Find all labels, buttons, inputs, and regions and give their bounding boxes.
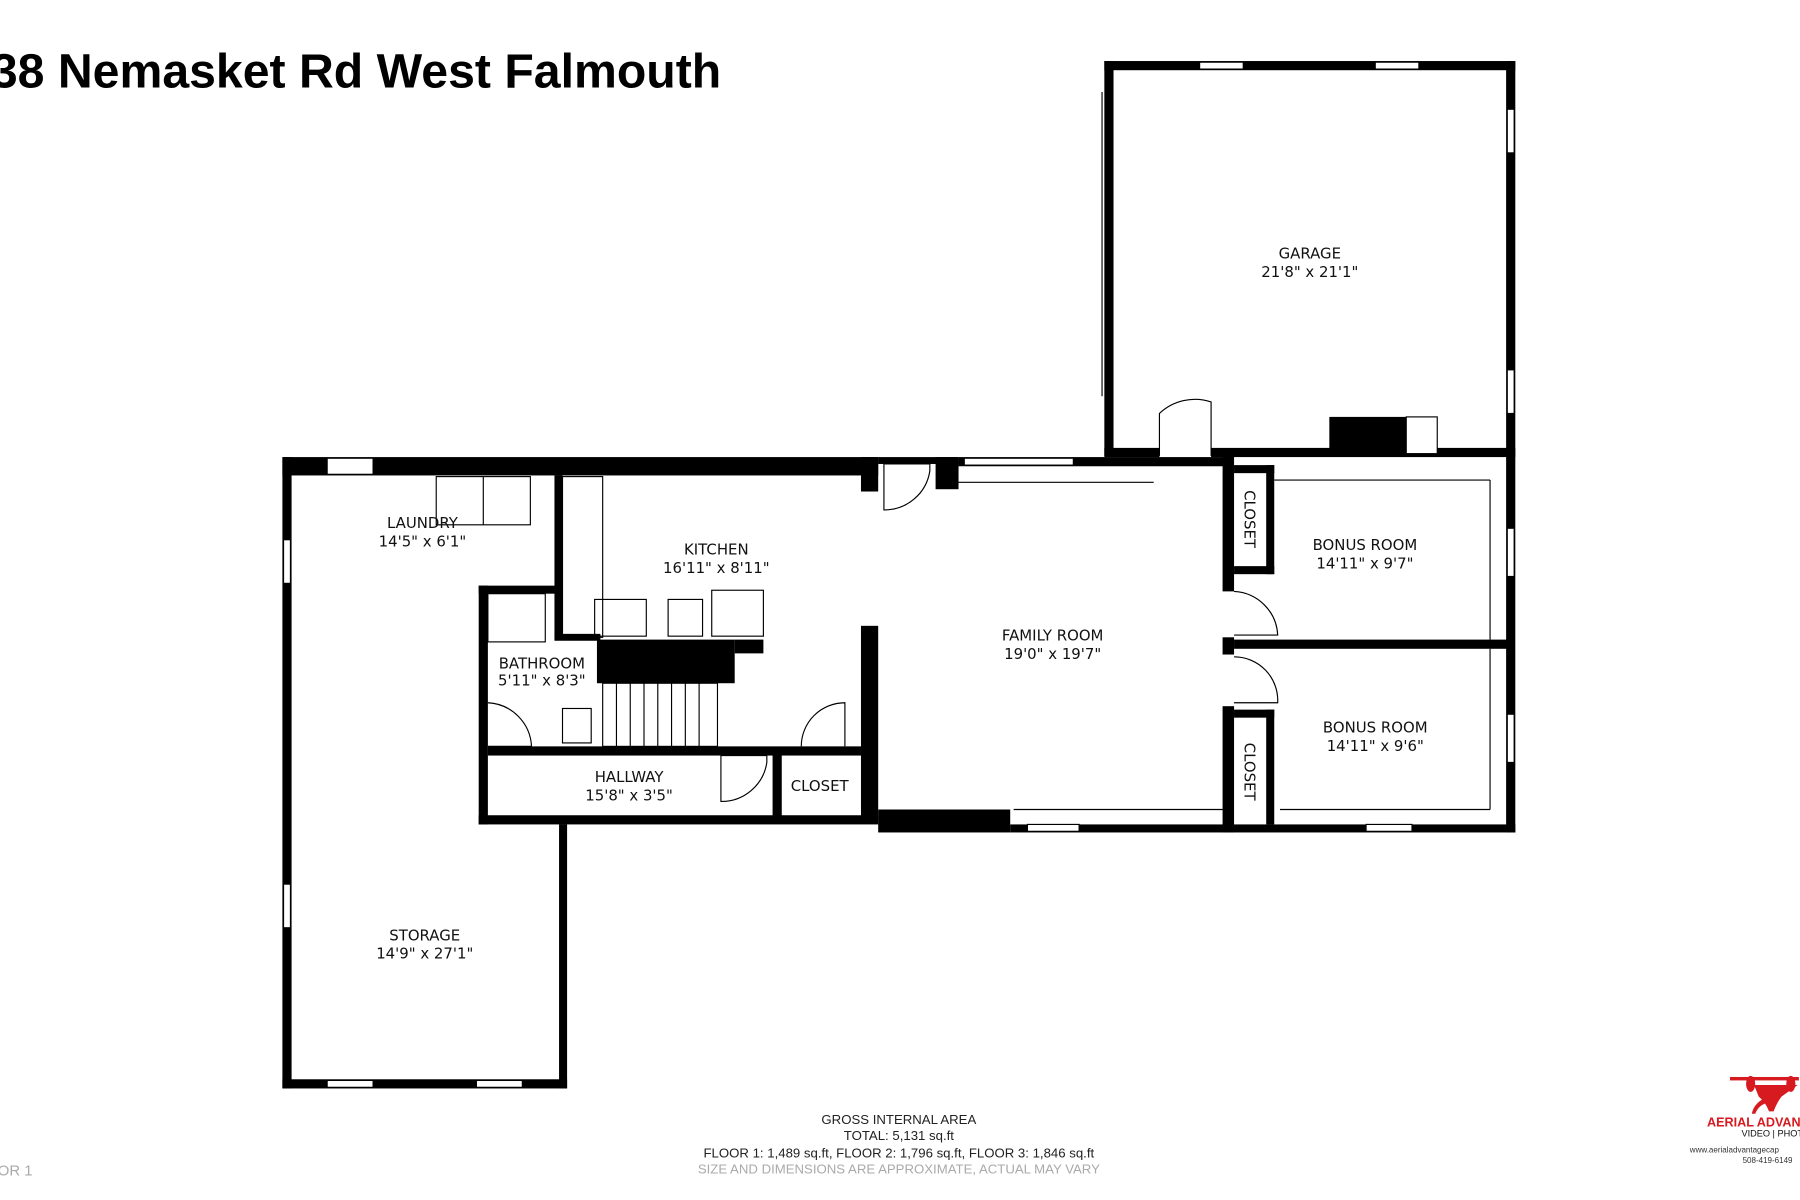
closet-bonus-2: CLOSET (1240, 743, 1258, 802)
logo-website: www.aerialadvantagecap (1689, 1146, 1780, 1155)
logo-name: AERIAL ADVANT (1707, 1115, 1800, 1129)
svg-text:14'9" x 27'1": 14'9" x 27'1" (376, 945, 473, 963)
floor-label: OR 1 (0, 1163, 33, 1180)
closet-hallway: CLOSET (791, 777, 850, 795)
plan-title: 38 Nemasket Rd West Falmouth (0, 44, 721, 98)
svg-text:KITCHEN: KITCHEN (684, 541, 749, 559)
disclaimer: SIZE AND DIMENSIONS ARE APPROXIMATE, ACT… (698, 1161, 1100, 1176)
floor-areas: FLOOR 1: 1,489 sq.ft, FLOOR 2: 1,796 sq.… (704, 1145, 1095, 1160)
svg-text:21'8" x 21'1": 21'8" x 21'1" (1261, 263, 1358, 281)
svg-text:BATHROOM: BATHROOM (499, 654, 585, 672)
svg-text:BONUS ROOM: BONUS ROOM (1313, 536, 1418, 554)
staircase (602, 682, 719, 747)
svg-text:19'0" x 19'7": 19'0" x 19'7" (1004, 645, 1101, 663)
svg-text:HALLWAY: HALLWAY (595, 768, 665, 786)
svg-text:14'11" x 9'7": 14'11" x 9'7" (1316, 554, 1413, 572)
closet-bonus-1: CLOSET (1240, 490, 1258, 549)
svg-text:STORAGE: STORAGE (389, 926, 460, 944)
svg-text:LAUNDRY: LAUNDRY (387, 514, 459, 532)
svg-text:BONUS ROOM: BONUS ROOM (1323, 719, 1428, 737)
svg-text:5'11" x 8'3": 5'11" x 8'3" (498, 672, 586, 690)
logo-phone: 508-419-6149 (1743, 1156, 1793, 1165)
house-walls (282, 455, 1516, 1089)
total-area: TOTAL: 5,131 sq.ft (844, 1128, 955, 1143)
logo-tagline: VIDEO | PHOTOGRA (1741, 1129, 1800, 1139)
svg-text:GARAGE: GARAGE (1279, 244, 1341, 262)
garage-walls (1101, 61, 1516, 458)
svg-text:FAMILY ROOM: FAMILY ROOM (1002, 627, 1104, 645)
svg-text:14'11" x 9'6": 14'11" x 9'6" (1327, 737, 1424, 755)
gross-area-heading: GROSS INTERNAL AREA (821, 1112, 976, 1127)
svg-text:15'8" x 3'5": 15'8" x 3'5" (585, 786, 673, 804)
drone-icon (1729, 1075, 1799, 1114)
svg-text:16'11" x 8'11": 16'11" x 8'11" (663, 559, 770, 577)
svg-text:14'5" x 6'1": 14'5" x 6'1" (379, 533, 467, 551)
aerial-advantage-logo: AERIAL ADVANT VIDEO | PHOTOGRA www.aeria… (1689, 1075, 1800, 1165)
